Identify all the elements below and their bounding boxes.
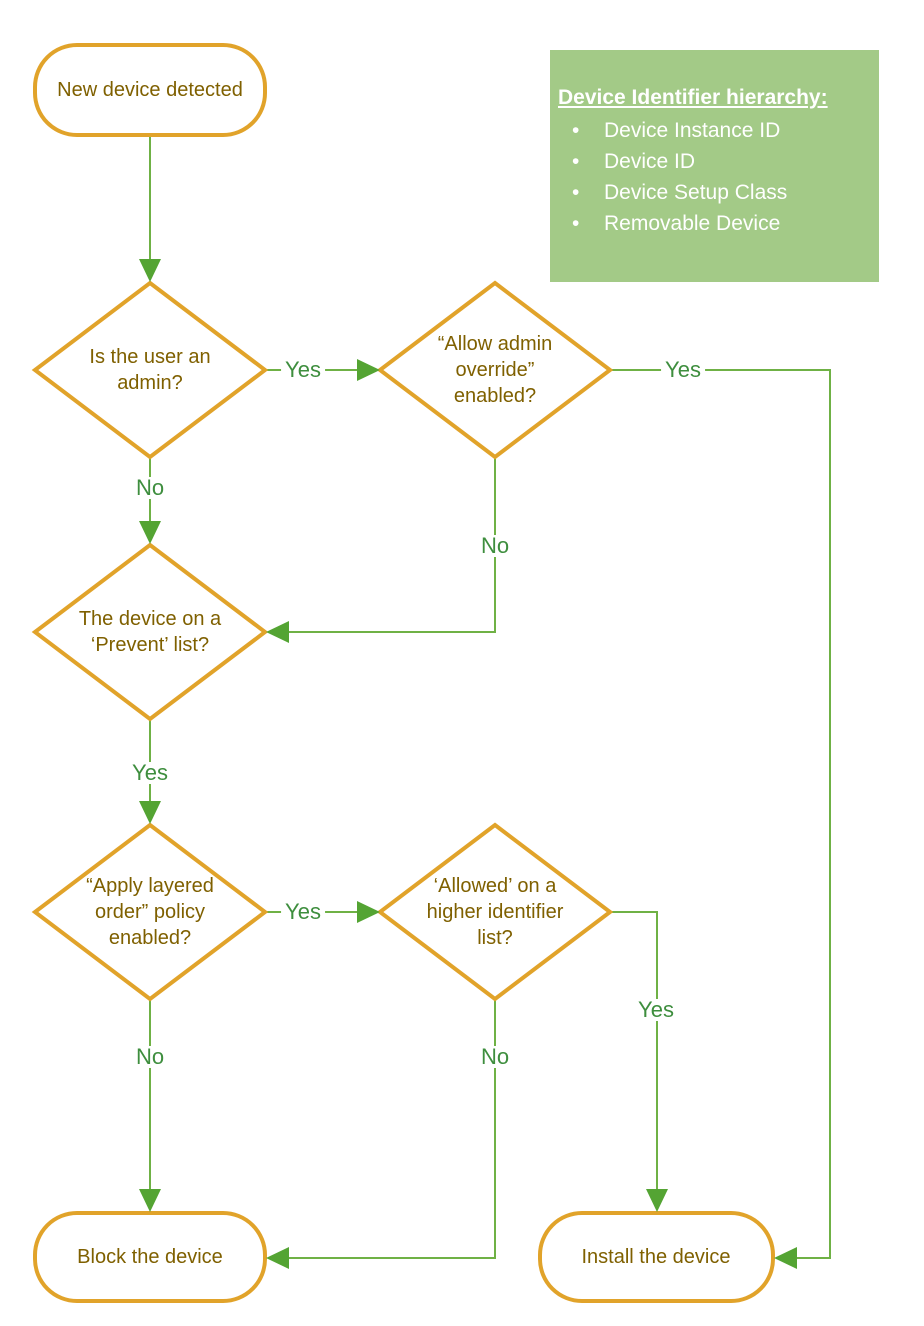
legend-item: • Device Instance ID: [558, 115, 871, 146]
terminal-block-device-shape: [33, 1211, 267, 1303]
edge-label-allowed-no: No: [476, 1046, 514, 1068]
legend-item-label: Device Setup Class: [604, 181, 788, 204]
edge-label-override-no: No: [476, 535, 514, 557]
arrowhead-into-install-right-icon: [774, 1247, 797, 1269]
legend-item-label: Device ID: [604, 150, 696, 173]
terminal-install-device-shape: [538, 1211, 775, 1303]
legend-item: • Removable Device: [558, 208, 871, 239]
edge-override-yes-to-install: [610, 369, 831, 1259]
edge-allowed-no-to-block: [288, 999, 496, 1259]
edge-allowed-yes-to-install: [610, 911, 658, 1190]
edge-label-admin-no: No: [131, 477, 169, 499]
diamond-allowed-higher-shape: [376, 822, 614, 1002]
diamond-prevent-list-shape: [31, 542, 269, 722]
arrowhead-into-layered-icon: [139, 801, 161, 824]
node-label-install-device: Install the device: [581, 1246, 731, 1268]
diamond-layered-order-shape: [31, 822, 269, 1002]
bullet-icon: •: [572, 150, 580, 173]
arrowhead-into-install-top-icon: [646, 1189, 668, 1212]
bullet-icon: •: [572, 212, 580, 235]
edge-label-layered-yes: Yes: [281, 901, 325, 923]
edge-override-no-to-prevent: [288, 457, 496, 633]
diamond-is-admin-shape: [31, 280, 269, 460]
edge-label-override-yes: Yes: [661, 359, 705, 381]
legend-item-label: Device Instance ID: [604, 119, 781, 142]
edge-label-admin-yes: Yes: [281, 359, 325, 381]
arrowhead-into-block-right-icon: [266, 1247, 289, 1269]
arrowhead-into-prevent-right-icon: [266, 621, 289, 643]
legend-item: • Device ID: [558, 146, 871, 177]
edge-label-allowed-yes: Yes: [634, 999, 678, 1021]
node-label-new-device: New device detected: [57, 79, 243, 101]
arrowhead-into-override-icon: [357, 359, 380, 381]
legend-box: Device Identifier hierarchy: • Device In…: [550, 50, 879, 282]
legend-item-label: Removable Device: [604, 212, 781, 235]
node-label-allow-override: “Allow admin override” enabled?: [437, 333, 553, 407]
node-label-layered-order: “Apply layered order” policy enabled?: [86, 875, 214, 949]
legend-item: • Device Setup Class: [558, 177, 871, 208]
terminal-new-device-shape: [33, 43, 267, 137]
arrowhead-into-block-top-icon: [139, 1189, 161, 1212]
node-label-allowed-higher: ‘Allowed’ on a higher identifier list?: [426, 875, 564, 949]
bullet-icon: •: [572, 119, 580, 142]
arrowhead-into-admin-icon: [139, 259, 161, 282]
node-label-is-admin: Is the user an admin?: [89, 346, 211, 394]
bullet-icon: •: [572, 181, 580, 204]
node-label-block-device: Block the device: [77, 1246, 223, 1268]
arrowhead-into-prevent-top-icon: [139, 521, 161, 544]
legend-title: Device Identifier hierarchy:: [558, 86, 828, 109]
diamond-allow-override-shape: [376, 280, 614, 460]
edge-label-prevent-yes: Yes: [128, 762, 172, 784]
node-label-prevent-list: The device on a ‘Prevent’ list?: [78, 608, 222, 656]
edge-label-layered-no: No: [131, 1046, 169, 1068]
arrowhead-into-allowed-icon: [357, 901, 380, 923]
